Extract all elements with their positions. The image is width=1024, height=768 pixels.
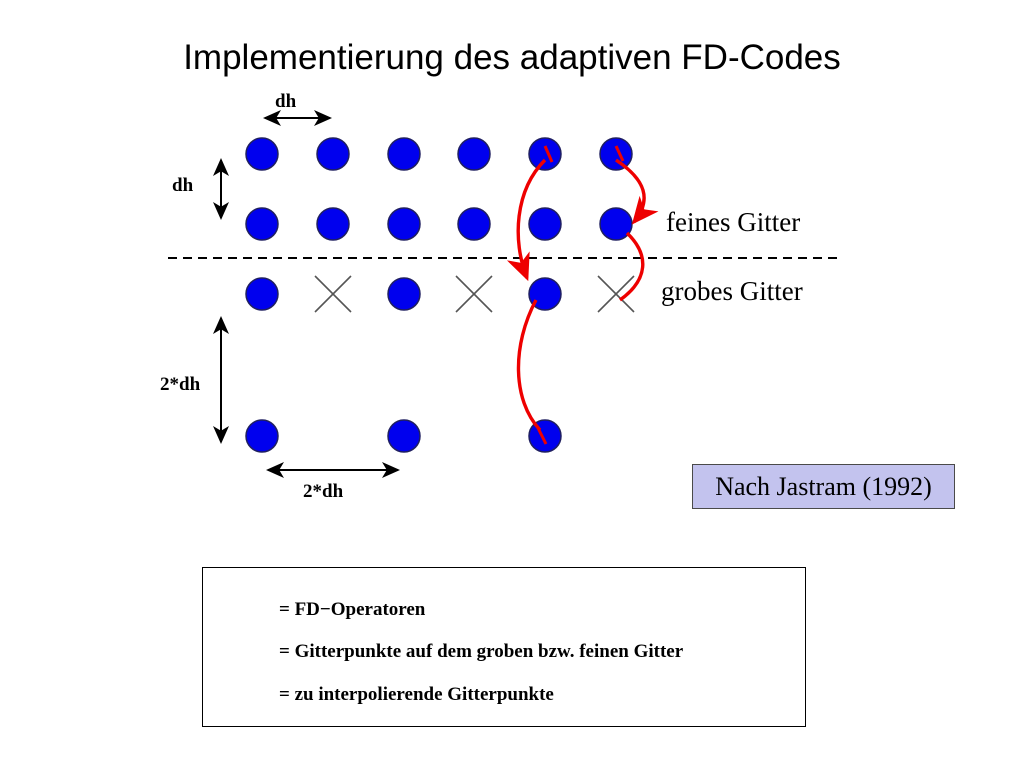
- grid-point: [245, 419, 279, 453]
- grid-point: [387, 277, 421, 311]
- two-dh-vertical-label: 2*dh: [160, 374, 201, 395]
- fine-grid-label: feines Gitter: [666, 207, 801, 237]
- citation-box: Nach Jastram (1992): [692, 464, 955, 509]
- fd-operator-stub: [536, 427, 548, 445]
- dh-horizontal-label: dh: [275, 91, 297, 112]
- legend-item-label: = Gitterpunkte auf dem groben bzw. feine…: [279, 641, 684, 662]
- legend-item-label: = zu interpolierende Gitterpunkte: [279, 684, 554, 705]
- grid-point: [245, 277, 279, 311]
- grid-point: [245, 137, 279, 171]
- interpolated-point-cross-icon: [314, 275, 352, 313]
- fd-operator-curve: [619, 231, 645, 302]
- interpolated-point-cross-icon: [455, 275, 493, 313]
- grid-point: [387, 137, 421, 171]
- grid-point: [316, 207, 350, 241]
- grid-point: [387, 207, 421, 241]
- coarse-grid-label: grobes Gitter: [661, 276, 803, 306]
- grid-point: [599, 137, 633, 171]
- page-title: Implementierung des adaptiven FD-Codes: [183, 38, 841, 77]
- legend-box: = FD−Operatoren = Gitterpunkte auf dem g…: [202, 567, 806, 727]
- fd-operator-curve: [506, 158, 547, 282]
- two-dh-horizontal-label: 2*dh: [303, 481, 344, 502]
- fd-operator-stub: [614, 145, 625, 162]
- grid-point: [528, 207, 562, 241]
- fd-operator-curve: [516, 299, 542, 432]
- legend-item-gitterpunkte: = Gitterpunkte auf dem groben bzw. feine…: [203, 630, 805, 674]
- interpolated-point-cross-icon: [597, 275, 635, 313]
- fd-operator-stub: [543, 145, 554, 163]
- grid-point: [316, 137, 350, 171]
- grid-point: [245, 207, 279, 241]
- legend-item-interpolierende-gitterpunkte: = zu interpolierende Gitterpunkte: [203, 673, 805, 717]
- grid-point: [387, 419, 421, 453]
- legend-item-fd-operatoren: = FD−Operatoren: [203, 588, 805, 632]
- grid-point: [528, 277, 562, 311]
- citation-text: Nach Jastram (1992): [715, 471, 932, 501]
- legend-item-label: = FD−Operatoren: [279, 599, 426, 620]
- grid-point: [457, 207, 491, 241]
- dh-vertical-label: dh: [172, 175, 194, 196]
- grid-point: [457, 137, 491, 171]
- grid-point: [528, 137, 562, 171]
- fd-operator-curve: [615, 158, 659, 225]
